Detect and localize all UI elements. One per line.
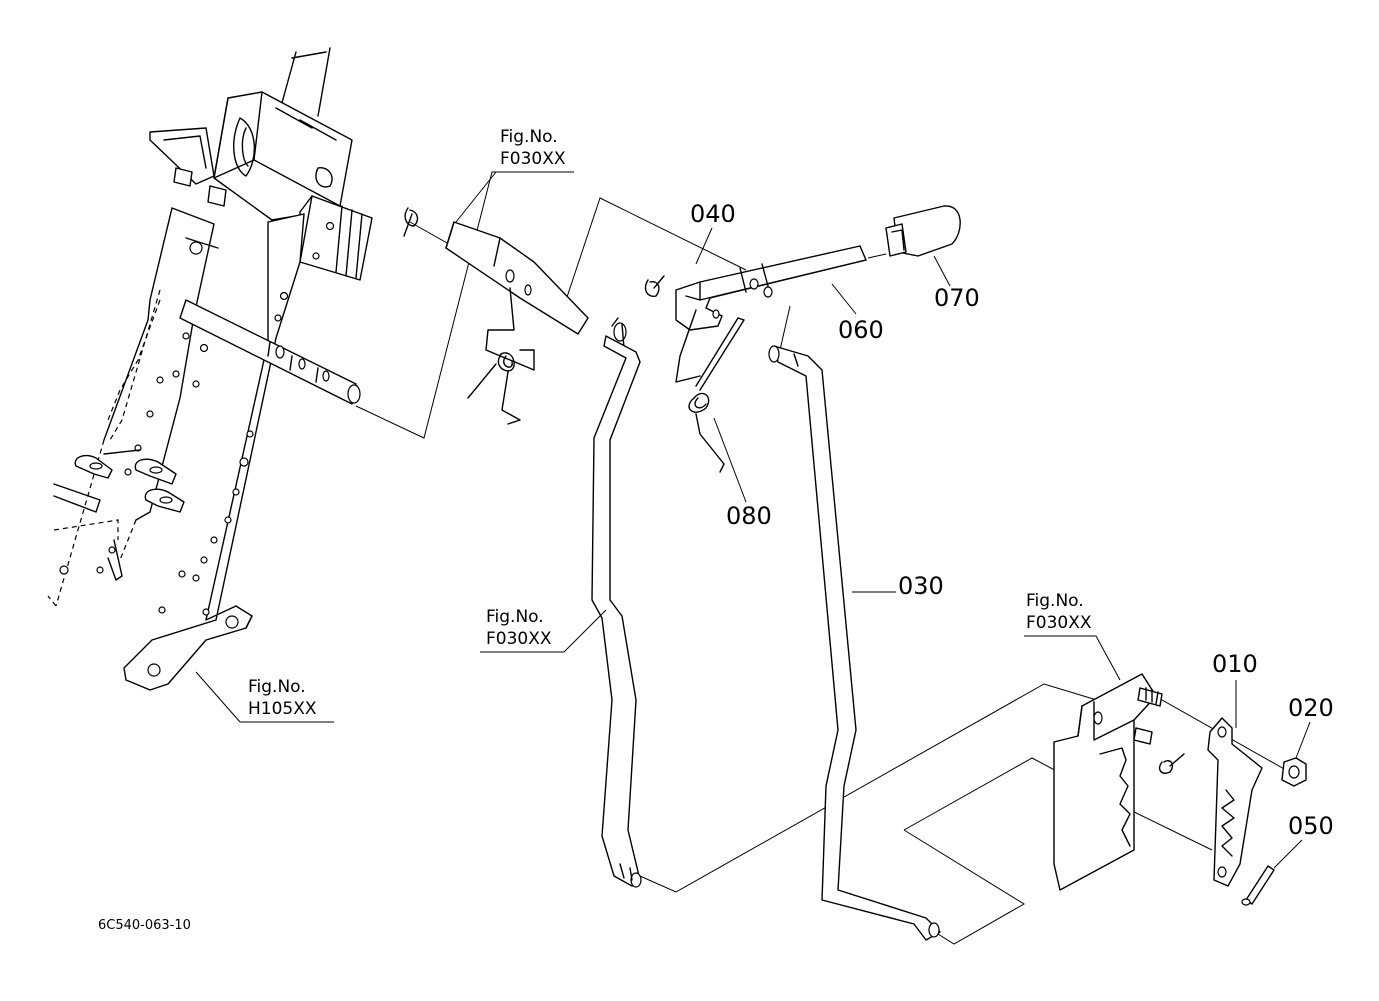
part-label-060: 060 bbox=[838, 316, 884, 344]
figure-ref-frame-line2: H105XX bbox=[248, 699, 317, 719]
left-link-rod bbox=[591, 335, 642, 888]
figure-ref-frame: Fig.No. H105XX bbox=[248, 676, 317, 720]
figure-ref-top-line2: F030XX bbox=[500, 149, 566, 169]
figure-ref-right: Fig.No. F030XX bbox=[1026, 590, 1092, 634]
rod-030 bbox=[768, 345, 941, 941]
part-label-030: 030 bbox=[898, 572, 944, 600]
part-label-010: 010 bbox=[1212, 650, 1258, 678]
part-label-020: 020 bbox=[1288, 694, 1334, 722]
figure-ref-right-line2: F030XX bbox=[1026, 613, 1092, 633]
part-label-070: 070 bbox=[934, 284, 980, 312]
figure-ref-middle-line2: F030XX bbox=[486, 629, 552, 649]
figure-ref-right-line1: Fig.No. bbox=[1026, 591, 1084, 611]
figure-ref-middle-line1: Fig.No. bbox=[486, 607, 544, 627]
part-label-050: 050 bbox=[1288, 812, 1334, 840]
label-leaders bbox=[195, 171, 1311, 869]
drawing-code: 6C540-063-10 bbox=[98, 918, 191, 933]
part-label-080: 080 bbox=[726, 502, 772, 530]
figure-ref-top: Fig.No. F030XX bbox=[500, 126, 566, 170]
pedal-arm-assembly bbox=[644, 205, 961, 473]
figure-ref-top-line1: Fig.No. bbox=[500, 127, 558, 147]
figure-ref-frame-line1: Fig.No. bbox=[248, 677, 306, 697]
quadrant-assembly bbox=[1053, 673, 1307, 906]
part-label-040: 040 bbox=[690, 200, 736, 228]
assembly-guide-lines bbox=[355, 171, 1287, 945]
figure-ref-middle: Fig.No. F030XX bbox=[486, 606, 552, 650]
frame-assembly bbox=[47, 47, 373, 691]
pivot-bracket-assembly bbox=[403, 207, 627, 425]
